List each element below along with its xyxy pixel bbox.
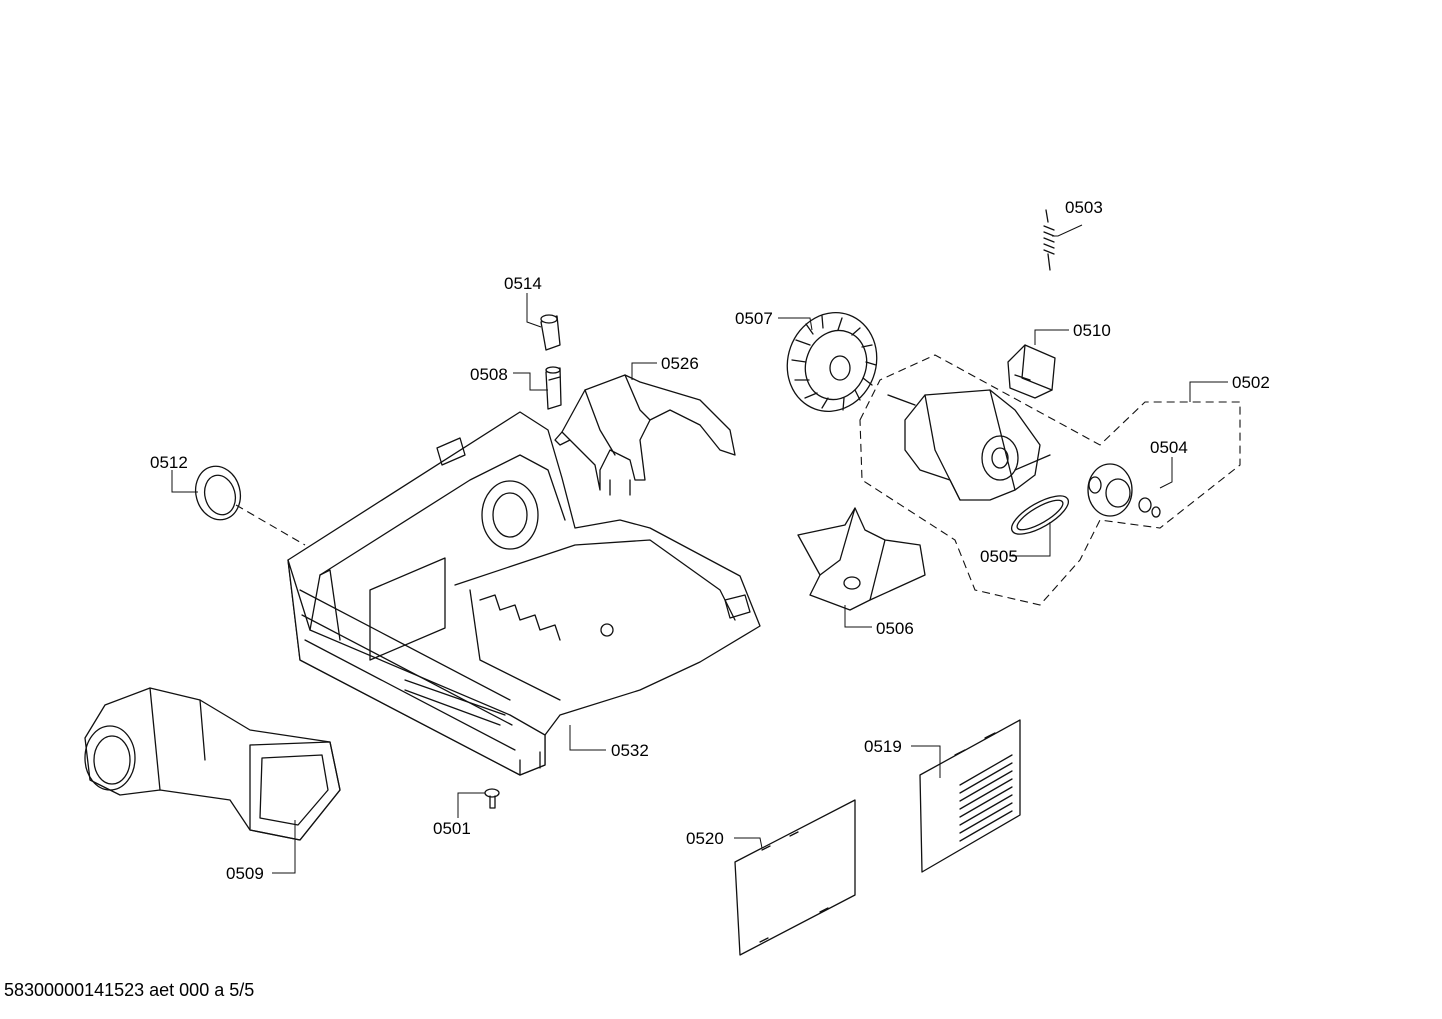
grille-panel-drawing bbox=[919, 719, 1021, 873]
base-housing-drawing bbox=[287, 411, 761, 776]
callout-0512: 0512 bbox=[150, 453, 188, 472]
callout-0501: 0501 bbox=[433, 819, 471, 838]
callout-0507: 0507 bbox=[735, 309, 773, 328]
ring-seal-drawing bbox=[194, 465, 306, 546]
callout-0503: 0503 bbox=[1065, 198, 1103, 217]
leader-lines bbox=[171, 224, 1228, 874]
callout-0519: 0519 bbox=[864, 737, 902, 756]
bracket-drawing bbox=[1007, 344, 1056, 399]
callout-0520: 0520 bbox=[686, 829, 724, 848]
sensor-drawing bbox=[545, 366, 562, 410]
document-reference: 58300000141523 aet 000 a 5/5 bbox=[4, 980, 255, 1000]
callout-0502: 0502 bbox=[1232, 373, 1270, 392]
motor-assembly-drawing bbox=[859, 354, 1241, 606]
callout-0504: 0504 bbox=[1150, 438, 1188, 457]
callout-0510: 0510 bbox=[1073, 321, 1111, 340]
callout-0514: 0514 bbox=[504, 274, 542, 293]
fan-wheel-drawing bbox=[786, 312, 878, 412]
callout-0509: 0509 bbox=[226, 864, 264, 883]
filter-panel-drawing bbox=[734, 799, 856, 956]
screw-drawing bbox=[484, 788, 500, 809]
duct-cover-drawing bbox=[554, 374, 736, 496]
spring-drawing bbox=[1043, 209, 1055, 271]
callout-0506: 0506 bbox=[876, 619, 914, 638]
callout-labels: 0503 0510 0502 0504 0505 0506 0507 0508 … bbox=[150, 198, 1270, 883]
callout-0505: 0505 bbox=[980, 547, 1018, 566]
air-duct-drawing bbox=[84, 687, 341, 841]
callout-0526: 0526 bbox=[661, 354, 699, 373]
cap-drawing bbox=[540, 314, 561, 351]
heat-shield-drawing bbox=[797, 507, 926, 611]
callout-0508: 0508 bbox=[470, 365, 508, 384]
callout-0532: 0532 bbox=[611, 741, 649, 760]
